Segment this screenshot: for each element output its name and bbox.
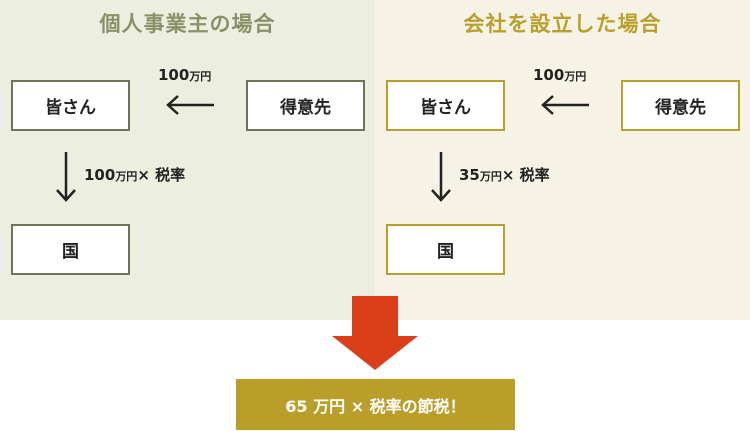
tax-label: 100万円× 税率: [84, 164, 185, 185]
left-arrow-icon: [166, 95, 214, 115]
you-box: 皆さん: [386, 80, 505, 131]
panel-title-corporation: 会社を設立した場合: [463, 12, 662, 36]
payment-unit: 万円: [564, 70, 587, 83]
corporation-panel: 会社を設立した場合 皆さん 得意先 国 100万円 35万円× 税率: [375, 0, 750, 320]
payment-amount: 100: [533, 66, 565, 84]
sole-proprietor-panel: 個人事業主の場合 皆さん 得意先 国 100万円 100万円× 税率: [0, 0, 375, 320]
state-box: 国: [386, 224, 505, 275]
tax-label: 35万円× 税率: [459, 164, 550, 185]
client-box: 得意先: [621, 80, 740, 131]
tax-suffix: × 税率: [501, 166, 550, 184]
tax-savings-result: 65 万円 × 税率の節税！: [236, 379, 515, 430]
you-box: 皆さん: [11, 80, 130, 131]
state-box: 国: [11, 224, 130, 275]
payment-unit: 万円: [189, 70, 212, 83]
client-box: 得意先: [246, 80, 365, 131]
big-down-arrow-icon: [332, 296, 418, 370]
tax-unit: 万円: [479, 170, 502, 183]
payment-label: 100万円: [533, 66, 586, 84]
tax-suffix: × 税率: [137, 166, 186, 184]
panel-title-sole-proprietor: 個人事業主の場合: [99, 12, 276, 36]
tax-unit: 万円: [115, 170, 138, 183]
payment-amount: 100: [158, 66, 190, 84]
down-arrow-icon: [56, 152, 76, 202]
tax-amount: 100: [84, 166, 116, 184]
payment-label: 100万円: [158, 66, 211, 84]
down-arrow-icon: [431, 152, 451, 202]
tax-amount: 35: [459, 166, 480, 184]
left-arrow-icon: [541, 95, 589, 115]
